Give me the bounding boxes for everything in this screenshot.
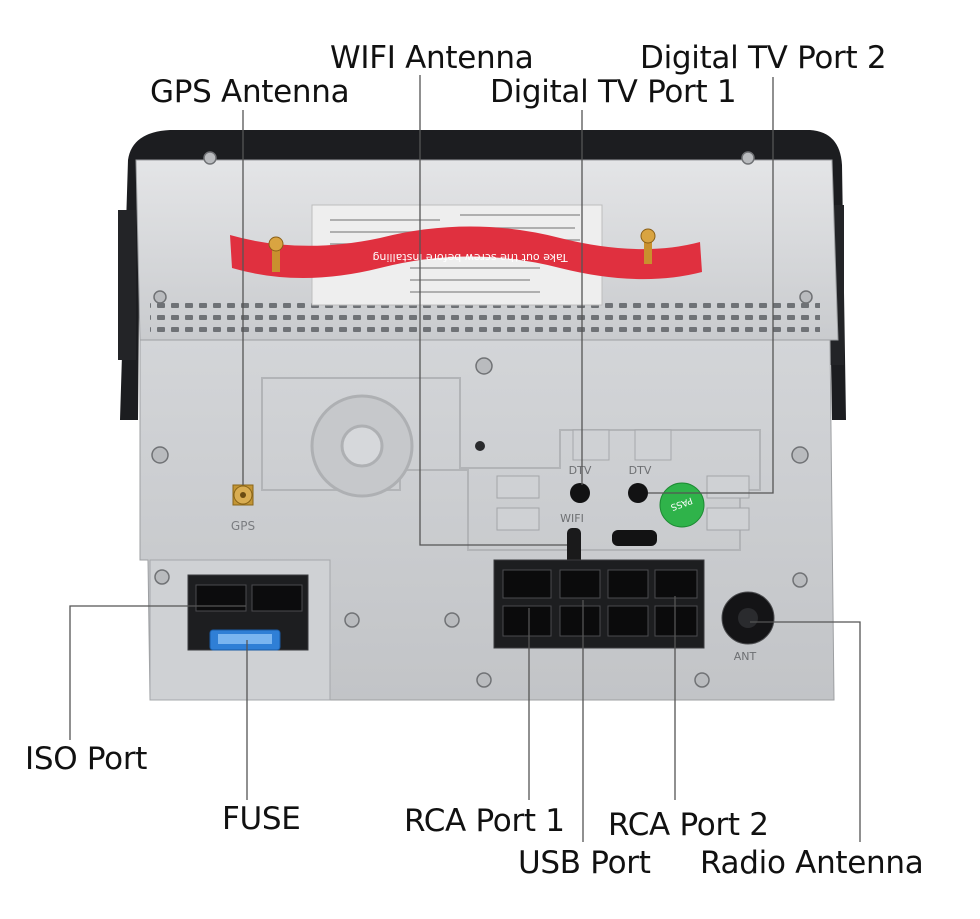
wifi-marking: WIFI [560, 512, 584, 525]
rca-usb-sockets [502, 569, 698, 637]
label-digital-tv-port-2: Digital TV Port 2 [640, 40, 887, 76]
dtv-1-marking: DTV [569, 464, 592, 477]
label-rca-port-1: RCA Port 1 [404, 803, 565, 839]
leader-wifi-antenna [419, 75, 567, 546]
pass-sticker [659, 482, 705, 528]
label-usb-port: USB Port [518, 845, 651, 881]
label-iso-port: ISO Port [25, 741, 148, 777]
wifi-slot [612, 530, 657, 546]
warning-tape-text: Take out the screw before installing [372, 251, 568, 264]
label-rca-port-2: RCA Port 2 [608, 807, 769, 843]
dtv-bracket-left [572, 429, 610, 461]
leader-digital-tv-port-2 [648, 77, 774, 494]
side-tabs [496, 475, 750, 531]
label-fuse: FUSE [222, 801, 301, 837]
fuse-window [218, 634, 272, 644]
dtv-port-2-hole [628, 483, 648, 503]
radio-antenna-core [738, 608, 758, 628]
dtv-bracket-right [634, 429, 672, 461]
leader-radio-antenna [750, 621, 861, 842]
dtv-2-marking: DTV [629, 464, 652, 477]
left-bracket [118, 210, 136, 360]
iso-port-pins [195, 584, 303, 612]
warning-tape [230, 226, 702, 280]
brass-screws [268, 228, 656, 272]
plate-hole [475, 441, 485, 451]
plate-screws [151, 151, 813, 688]
label-digital-tv-port-1: Digital TV Port 1 [490, 74, 737, 110]
leader-iso-port [69, 605, 246, 740]
leader-lines [69, 75, 861, 842]
dtv-port-1-hole [570, 483, 590, 503]
gps-marking: GPS [231, 519, 255, 533]
gps-connector [232, 484, 254, 506]
label-gps-antenna: GPS Antenna [150, 74, 350, 110]
label-radio-antenna: Radio Antenna [700, 845, 924, 881]
label-wifi-antenna: WIFI Antenna [330, 40, 534, 76]
ant-marking: ANT [734, 650, 757, 663]
fan-hub [340, 424, 384, 468]
